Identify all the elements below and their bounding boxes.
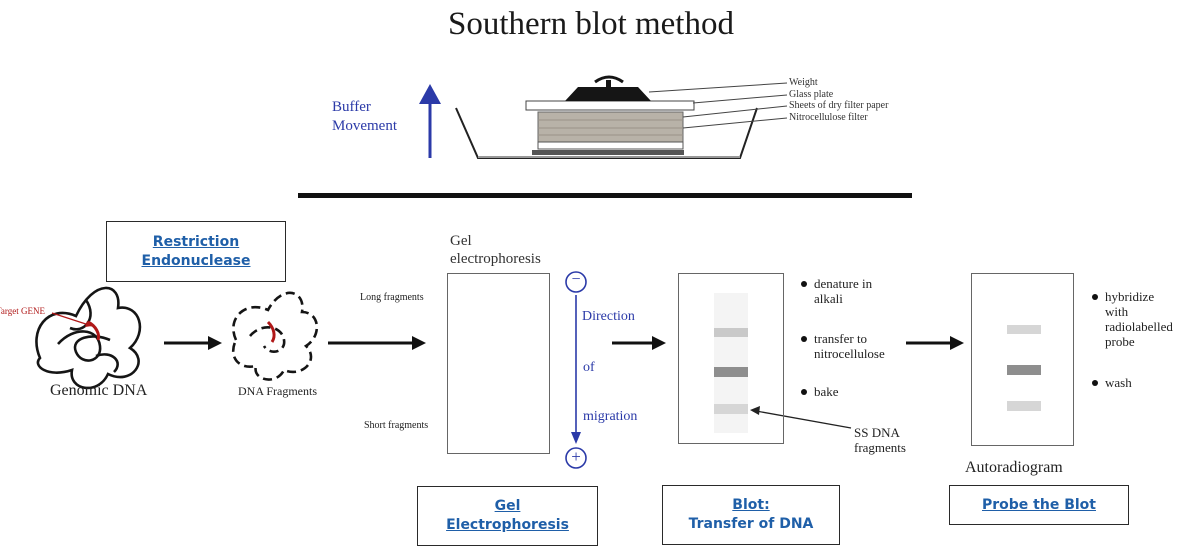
blot-bullet-bake: bake: [801, 384, 839, 399]
buffer-movement-label: Buffer Movement: [332, 99, 397, 134]
filter-paper-stack: [537, 111, 684, 143]
blot-band-1: [714, 328, 748, 337]
gel-panel: [447, 273, 550, 454]
step-blot-line2[interactable]: Transfer of DNA: [688, 516, 814, 532]
autoradiogram-panel: [971, 273, 1074, 446]
dna-fragments-label: DNA Fragments: [238, 384, 317, 398]
step-restriction-line2[interactable]: Endonuclease: [141, 252, 251, 269]
flow-arrow-3-head: [652, 336, 666, 350]
blot-bullet-denature: denature in alkali: [800, 276, 873, 306]
blot-panel: [678, 273, 784, 444]
weight-stem: [606, 80, 611, 88]
dna-fragments-drawing: [231, 291, 319, 381]
step-restriction-box[interactable]: Restriction Endonuclease: [106, 221, 286, 282]
layer-label-glass: Glass plate: [789, 89, 834, 100]
genomic-dna-label: Genomic DNA: [50, 382, 148, 399]
step-blot-line1[interactable]: Blot:: [732, 497, 770, 513]
page-title: Southern blot method: [448, 6, 734, 42]
long-fragments-label: Long fragments: [360, 292, 424, 303]
layer-label-paper: Sheets of dry filter paper: [789, 100, 889, 111]
step-gel-box[interactable]: Gel Electrophoresis: [417, 486, 598, 546]
short-fragments-label: Short fragments: [364, 420, 429, 431]
ss-dna-pointer: [755, 410, 852, 429]
auto-band-2: [1007, 365, 1041, 375]
plus-sign: +: [571, 447, 581, 466]
flow-arrow-4-head: [950, 336, 964, 350]
blot-band-3: [714, 404, 748, 414]
minus-sign: −: [571, 271, 581, 288]
step-blot-box[interactable]: Blot: Transfer of DNA: [662, 485, 840, 545]
autoradiogram-label: Autoradiogram: [965, 459, 1063, 476]
auto-band-3: [1007, 401, 1041, 411]
fragment-target-segment: [266, 320, 276, 343]
tray-support: [532, 150, 684, 155]
step-gel-line1[interactable]: Gel: [494, 498, 521, 514]
plus-electrode: [565, 447, 587, 469]
layer-label-nitro: Nitrocellulose filter: [789, 112, 868, 123]
nitrocellulose-layer: [537, 141, 684, 150]
flow-arrow-1-head: [208, 336, 222, 350]
section-divider: [298, 193, 912, 198]
blot-band-2: [714, 367, 748, 377]
weight-block: [565, 87, 651, 101]
step-restriction-line1[interactable]: Restriction: [152, 233, 240, 250]
target-gene-pointer: [51, 312, 93, 327]
migration-label: migration: [583, 409, 638, 424]
probe-bullet-wash: wash: [1092, 375, 1132, 390]
target-gene-label: Target GENE: [0, 306, 45, 316]
minus-electrode: [565, 271, 587, 293]
layer-label-weight: Weight: [789, 77, 818, 88]
auto-band-1: [1007, 325, 1041, 334]
probe-bullet-hybridize: hybridize with radiolabelled probe: [1092, 289, 1173, 349]
buffer-arrow-head: [419, 84, 441, 104]
step-probe-line1[interactable]: Probe the Blot: [982, 496, 1096, 513]
of-label: of: [583, 360, 595, 375]
target-gene-segment: [87, 320, 100, 341]
direction-label: Direction: [582, 309, 635, 324]
step-probe-box[interactable]: Probe the Blot: [949, 485, 1129, 525]
blot-bullet-transfer: transfer to nitrocellulose: [801, 331, 885, 361]
genomic-dna-drawing: [35, 286, 142, 390]
weight-handle: [594, 75, 624, 84]
ss-dna-label: SS DNA fragments: [854, 425, 906, 455]
gel-heading: Gel electrophoresis: [450, 233, 541, 267]
step-gel-line2[interactable]: Electrophoresis: [446, 517, 569, 533]
flow-arrow-2-head: [412, 336, 426, 350]
